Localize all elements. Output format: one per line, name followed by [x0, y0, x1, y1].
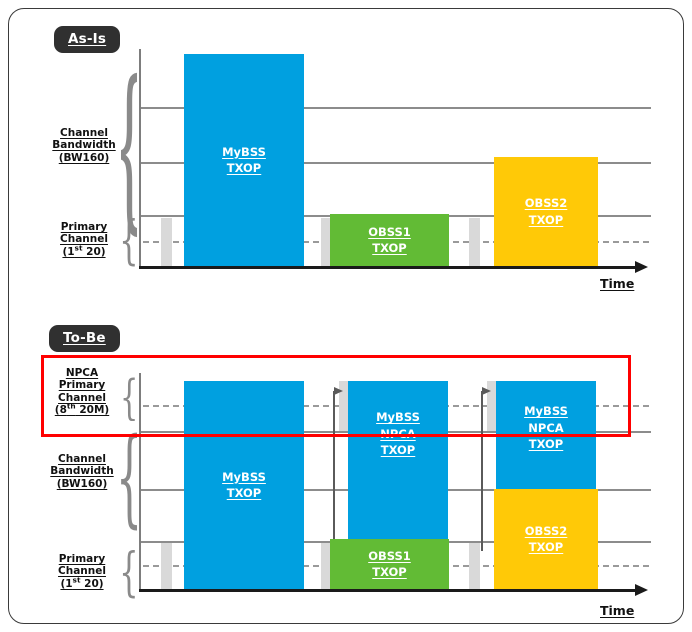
txop-block-mybss[interactable]: MyBSS TXOP — [184, 381, 304, 589]
brace-primary-channel: { — [121, 215, 137, 267]
row-label-line: (8th 20M) — [54, 401, 110, 417]
y-axis — [139, 373, 142, 589]
row-label-line: (BW160) — [58, 151, 110, 164]
x-axis — [139, 589, 637, 592]
row-label-line: (1st 20) — [62, 243, 106, 258]
txop-block-obss2[interactable]: OBSS2 TXOP — [494, 157, 598, 266]
x-axis-arrowhead — [635, 260, 648, 273]
channel-switch-arrowhead — [334, 386, 343, 395]
gridline — [141, 162, 651, 165]
txop-block-mybss[interactable]: MyBSS TXOP — [184, 54, 304, 266]
txop-block-obss2[interactable]: OBSS2 TXOP — [494, 489, 598, 589]
row-label-channel-bandwidth: Channel Bandwidth (BW160) — [43, 127, 125, 164]
slide-canvas: As-Is Channel Bandwidth (BW160) { Primar… — [8, 8, 684, 624]
brace-primary-channel: { — [121, 547, 137, 599]
block-label-line: TXOP — [528, 540, 564, 554]
block-label-line: OBSS2 — [524, 523, 568, 538]
row-label-line: Channel — [58, 453, 106, 465]
plot-as-is: MyBSS TXOP OBSS1 TXOP OBSS2 TXOP — [139, 49, 669, 279]
busy-indicator-bar-npca — [487, 381, 498, 431]
x-axis-label-time: Time — [600, 603, 635, 618]
section-badge-as-is: As-Is — [54, 26, 121, 53]
block-label-line: OBSS1 — [368, 548, 411, 563]
section-to-be: To-Be NPCA Primary Channel (8th 20M) { C… — [9, 305, 683, 623]
txop-block-obss1[interactable]: OBSS1 TXOP — [330, 214, 449, 266]
busy-indicator-bar — [161, 218, 172, 266]
row-label-line: Channel — [58, 391, 106, 404]
block-label-line: NPCA — [380, 426, 416, 441]
y-axis — [139, 49, 142, 266]
row-label-line: Channel — [60, 127, 108, 139]
row-label-npca-primary-channel: NPCA Primary Channel (8th 20M) — [39, 367, 125, 417]
channel-switch-arrowhead — [482, 386, 491, 395]
row-label-line: (BW160) — [56, 477, 108, 490]
block-label-line: MyBSS — [222, 469, 266, 484]
row-label-line: Bandwidth — [52, 139, 116, 152]
block-label-line: TXOP — [528, 437, 564, 451]
x-axis-arrowhead — [635, 583, 648, 596]
x-axis-label-time: Time — [600, 276, 635, 291]
block-label-line: TXOP — [528, 212, 564, 227]
block-label-line: TXOP — [226, 161, 262, 175]
busy-indicator-bar — [469, 218, 480, 266]
channel-switch-arrow-line — [333, 391, 336, 551]
row-label-primary-channel: Primary Channel (1st 20) — [39, 553, 125, 590]
block-label-line: TXOP — [380, 443, 416, 457]
brace-channel-bandwidth: { — [121, 49, 137, 244]
channel-switch-arrow-line — [481, 391, 484, 551]
brace-channel-bandwidth: { — [121, 423, 137, 533]
block-label-line: NPCA — [528, 420, 564, 435]
x-axis — [139, 266, 637, 269]
row-label-line: Primary — [58, 379, 106, 392]
block-label-line: MyBSS — [524, 404, 568, 418]
ordinal-suffix: th — [66, 401, 76, 411]
row-label-line: NPCA — [65, 367, 99, 379]
section-badge-to-be: To-Be — [49, 325, 120, 352]
row-label-line: Bandwidth — [50, 465, 114, 478]
busy-indicator-bar-npca — [339, 381, 350, 431]
row-label-line: Channel — [58, 565, 106, 578]
busy-indicator-bar — [321, 218, 332, 266]
block-label-line: TXOP — [226, 486, 262, 500]
row-label-channel-bandwidth: Channel Bandwidth (BW160) — [39, 453, 125, 490]
busy-indicator-bar — [469, 543, 480, 589]
block-label-line: MyBSS — [376, 410, 420, 424]
row-label-line: Primary — [58, 553, 106, 565]
busy-indicator-bar — [321, 543, 332, 589]
block-label-line: MyBSS — [222, 144, 266, 159]
txop-block-mybss-npca[interactable]: MyBSS NPCA TXOP — [348, 381, 448, 541]
ordinal-suffix: st — [74, 243, 83, 253]
busy-indicator-bar — [161, 543, 172, 589]
block-label-line: OBSS1 — [368, 224, 411, 239]
txop-block-obss1[interactable]: OBSS1 TXOP — [330, 539, 449, 589]
row-label-primary-channel: Primary Channel (1st 20) — [43, 221, 125, 258]
block-label-line: TXOP — [372, 565, 407, 579]
gridline — [141, 107, 651, 110]
block-label-line: OBSS2 — [524, 196, 568, 210]
row-label-line: Channel — [60, 233, 108, 246]
row-label-line: Primary — [60, 221, 108, 233]
row-label-line: (1st 20) — [60, 575, 104, 590]
npca-row-highlight-box — [41, 355, 631, 437]
section-as-is: As-Is Channel Bandwidth (BW160) { Primar… — [9, 9, 683, 305]
block-label-line: TXOP — [372, 241, 407, 255]
ordinal-suffix: st — [72, 575, 81, 585]
brace-npca-primary-channel: { — [121, 373, 137, 421]
